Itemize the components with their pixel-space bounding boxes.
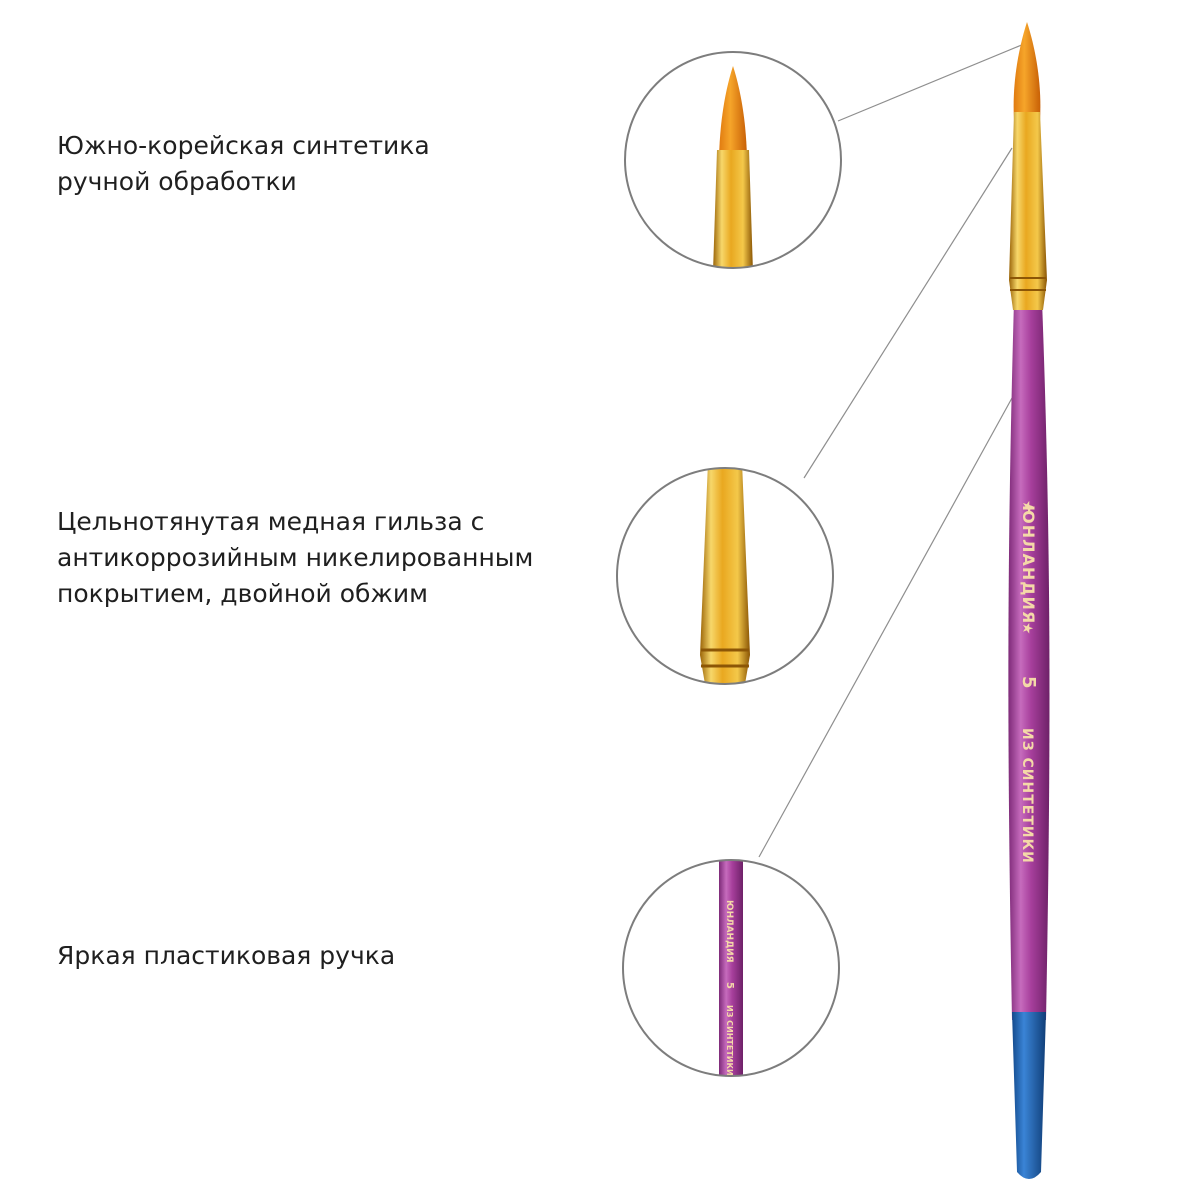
brush-bristles — [1013, 22, 1041, 120]
brush-size-imprint: 5 — [1018, 676, 1039, 689]
brush-blue-tip — [1012, 1012, 1046, 1179]
brush-handle — [1008, 300, 1050, 1020]
brush-star-icon: ★ — [1019, 500, 1035, 513]
zoom-circle-bristles — [624, 51, 842, 269]
callout-line-bristles — [837, 43, 1025, 122]
zoom-material-imprint: ИЗ СИНТЕТИКИ — [725, 1005, 734, 1076]
zoom-circle-handle: ЮНЛАНДИЯ 5 ИЗ СИНТЕТИКИ — [622, 859, 840, 1077]
brush-brand-imprint: ЮНЛАНДИЯ — [1019, 505, 1038, 624]
brush-ferrule — [1009, 112, 1047, 310]
brush: ЮНЛАНДИЯ ★ ★ 5 ИЗ СИНТЕТИКИ — [1008, 22, 1050, 1179]
brush-material-imprint: ИЗ СИНТЕТИКИ — [1019, 728, 1035, 864]
ferrule-crimp — [1010, 277, 1046, 291]
callout-line-handle — [758, 397, 1013, 858]
callout-line-ferrule — [803, 147, 1013, 479]
callout-lines — [758, 43, 1025, 858]
zoom-brand-imprint: ЮНЛАНДИЯ — [724, 900, 734, 963]
caption-handle: Яркая пластиковая ручка — [57, 941, 396, 970]
brush-star-icon: ★ — [1019, 622, 1035, 635]
zoom-circle-ferrule — [616, 467, 834, 685]
caption-ferrule: Цельнотянутая медная гильза с антикорроз… — [57, 507, 534, 608]
caption-bristles: Южно-корейская синтетика ручной обработк… — [57, 131, 430, 196]
zoom-size-imprint: 5 — [724, 982, 735, 989]
